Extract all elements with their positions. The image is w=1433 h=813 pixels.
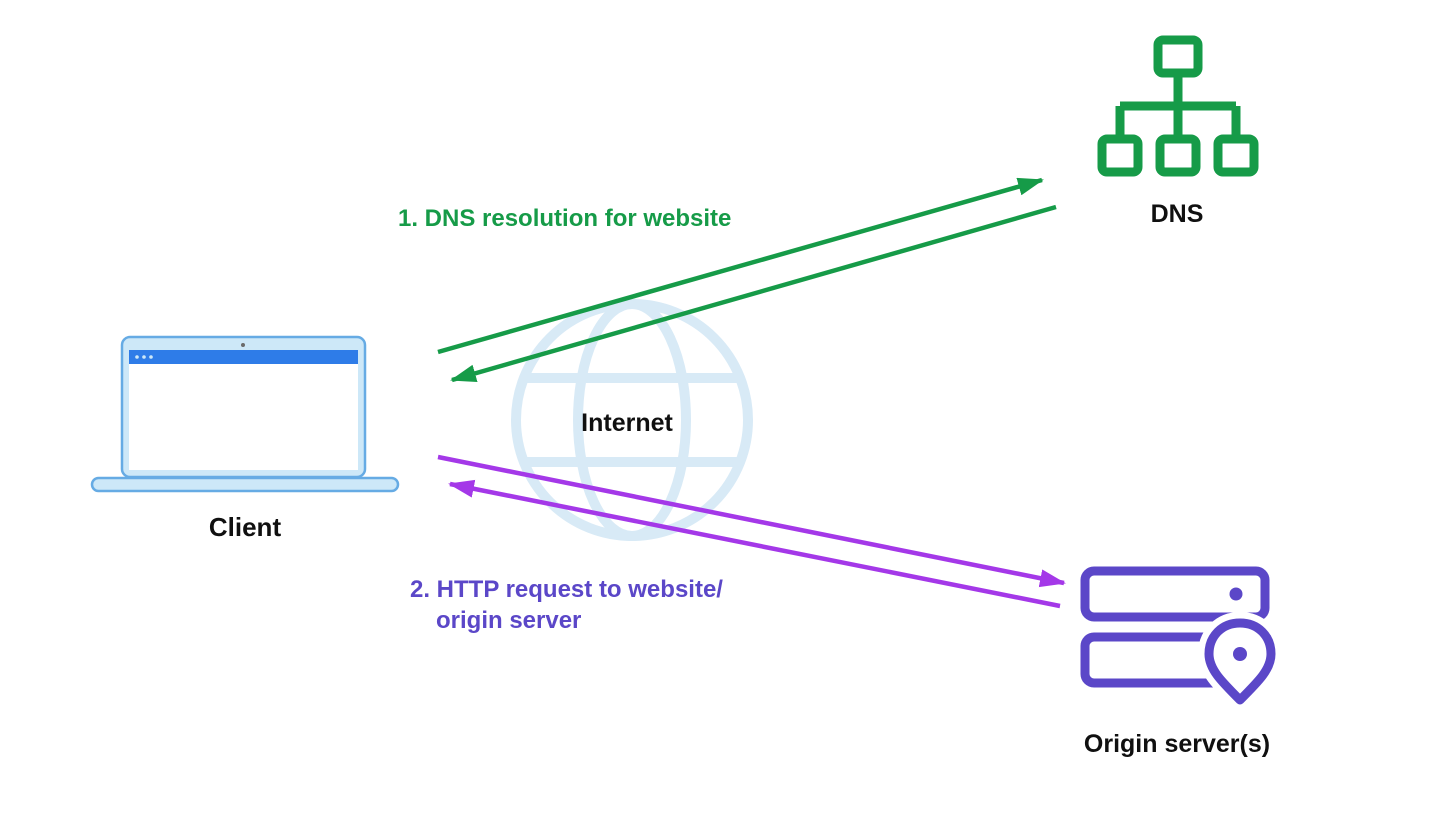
dns-root-box [1153,35,1203,78]
dns-label: DNS [1151,200,1204,228]
server-icon [1080,566,1283,716]
laptop-base [90,476,400,493]
purple-arrow-to-origin [437,454,1066,588]
purple-arrow-to-client [448,479,1061,609]
laptop-screen-content [129,364,358,470]
dns-tree-icon [1097,35,1259,177]
dns-child-box-1 [1097,134,1143,177]
client-label: Client [209,512,282,542]
laptop-window-dot-3 [149,355,153,359]
location-pin-dot [1233,647,1247,661]
dns-resolution-flow: 1. DNS resolution for website [398,177,1057,383]
laptop-webcam-dot [241,343,245,347]
origin-node: Origin server(s) [1080,566,1283,758]
globe-meridian [573,299,691,541]
dns-child-box-2 [1155,134,1201,177]
http-request-flow: 2. HTTP request to website/ origin serve… [410,454,1066,634]
dns-tree-connectors [1115,73,1241,139]
green-arrow-to-dns [437,177,1044,355]
laptop-icon [90,335,400,493]
dns-child-box-3 [1213,134,1259,177]
dns-flow-label: 1. DNS resolution for website [398,205,731,232]
internet-label: Internet [581,409,673,437]
laptop-titlebar [129,350,358,364]
client-node: Client [90,335,400,542]
globe-icon [511,299,753,541]
green-arrow-to-client [450,204,1057,383]
laptop-window-dot-1 [135,355,139,359]
location-pin-icon [1204,618,1276,705]
http-flow-label-line1: 2. HTTP request to website/ [410,576,723,603]
laptop-window-dot-2 [142,355,146,359]
internet-node: Internet [511,299,753,541]
dns-node: DNS [1097,35,1259,228]
origin-label: Origin server(s) [1084,730,1270,758]
server-rack-top [1080,566,1270,622]
http-flow-label-line2: origin server [436,607,581,634]
server-indicator-dot [1229,587,1243,601]
